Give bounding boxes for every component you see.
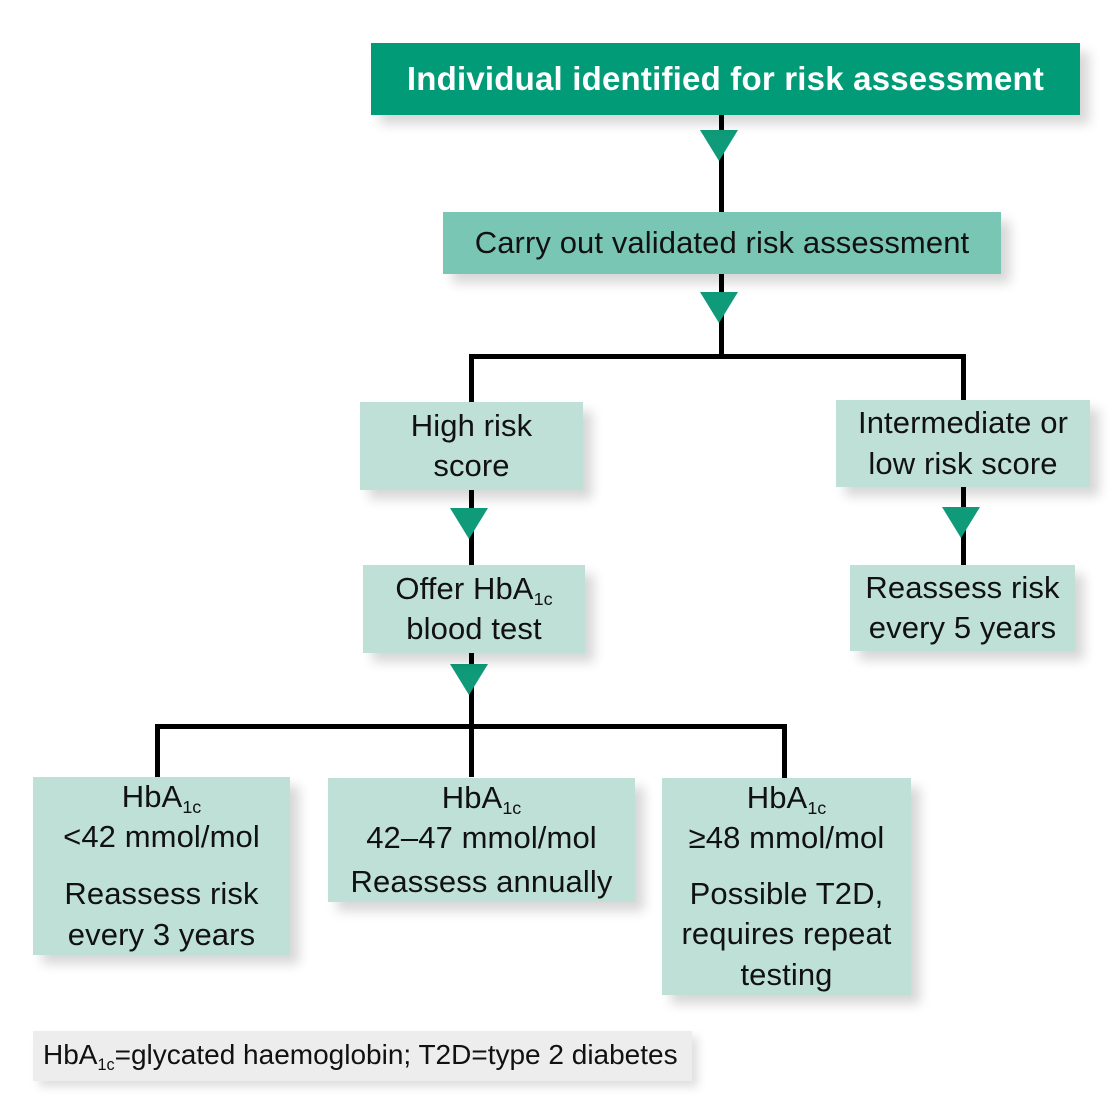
split-drop-hba1c-low <box>155 724 160 779</box>
footnote-abbreviations: HbA1c=glycated haemoglobin; T2D=type 2 d… <box>33 1031 692 1081</box>
node-high-risk-line1: High risk <box>410 407 533 443</box>
node-reassess-5-years-line2: every 5 years <box>868 610 1057 645</box>
node-hba1c-low-action-line2: every 3 years <box>67 916 256 952</box>
connector-start-to-assessment <box>719 115 724 215</box>
node-hba1c-low-action-line1: Reassess risk <box>64 876 259 912</box>
node-start: Individual identified for risk assessmen… <box>371 43 1080 115</box>
node-hba1c-high-label: HbA1c <box>746 780 827 819</box>
node-hba1c-low: HbA1c <42 mmol/mol Reassess risk every 3… <box>33 777 290 955</box>
connector-offer-test-to-split3 <box>469 651 474 777</box>
node-hba1c-high: HbA1c ≥48 mmol/mol Possible T2D, require… <box>662 778 911 995</box>
split-bar-hba1c-results <box>155 724 787 729</box>
split-drop-right-low-risk <box>961 354 966 404</box>
node-hba1c-high-action-line1: Possible T2D, <box>689 876 884 912</box>
node-high-risk-line2: score <box>433 448 510 483</box>
subscript-1c: 1c <box>97 1055 115 1074</box>
node-reassess-5-years-line1: Reassess risk <box>865 569 1060 605</box>
node-intermediate-low-risk-line2: low risk score <box>868 445 1058 481</box>
node-intermediate-low-risk-line1: Intermediate or <box>858 405 1068 441</box>
arrow-assessment-icon <box>700 292 738 323</box>
node-hba1c-high-action-line3: testing <box>740 956 833 992</box>
arrow-start-to-assessment-icon <box>700 130 738 161</box>
node-hba1c-mid-value: 42–47 mmol/mol <box>366 820 597 856</box>
node-offer-hba1c-test-line2: blood test <box>406 611 542 646</box>
subscript-1c: 1c <box>533 589 553 610</box>
subscript-1c: 1c <box>807 798 827 819</box>
node-hba1c-high-action-line2: requires repeat <box>681 916 892 952</box>
node-hba1c-low-value: <42 mmol/mol <box>63 819 260 855</box>
node-reassess-5-years: Reassess risk every 5 years <box>850 565 1075 651</box>
arrow-offer-test-icon <box>450 664 488 695</box>
split-bar-risk-level <box>469 354 966 359</box>
split-drop-hba1c-high <box>782 724 787 779</box>
arrow-low-risk-icon <box>942 507 980 538</box>
node-hba1c-mid: HbA1c 42–47 mmol/mol Reassess annually <box>328 778 635 902</box>
footnote-post: =glycated haemoglobin; T2D=type 2 diabet… <box>114 1039 678 1070</box>
node-offer-hba1c-test-line1: Offer HbA1c <box>395 570 553 610</box>
node-assessment-label: Carry out validated risk assessment <box>474 224 970 260</box>
footnote-pre: HbA <box>43 1039 98 1070</box>
node-hba1c-mid-label: HbA1c <box>441 780 522 819</box>
subscript-1c: 1c <box>182 797 202 818</box>
node-hba1c-high-value: ≥48 mmol/mol <box>688 820 885 856</box>
node-offer-hba1c-test: Offer HbA1c blood test <box>363 565 585 653</box>
split-drop-left-high-risk <box>469 354 474 404</box>
node-high-risk: High risk score <box>360 402 583 490</box>
node-start-label: Individual identified for risk assessmen… <box>406 59 1045 97</box>
node-hba1c-low-label: HbA1c <box>121 779 202 818</box>
arrow-high-risk-icon <box>450 508 488 539</box>
node-assessment: Carry out validated risk assessment <box>443 212 1001 274</box>
node-intermediate-low-risk: Intermediate or low risk score <box>836 400 1090 487</box>
subscript-1c: 1c <box>502 798 522 819</box>
node-hba1c-mid-action-line1: Reassess annually <box>350 863 613 899</box>
